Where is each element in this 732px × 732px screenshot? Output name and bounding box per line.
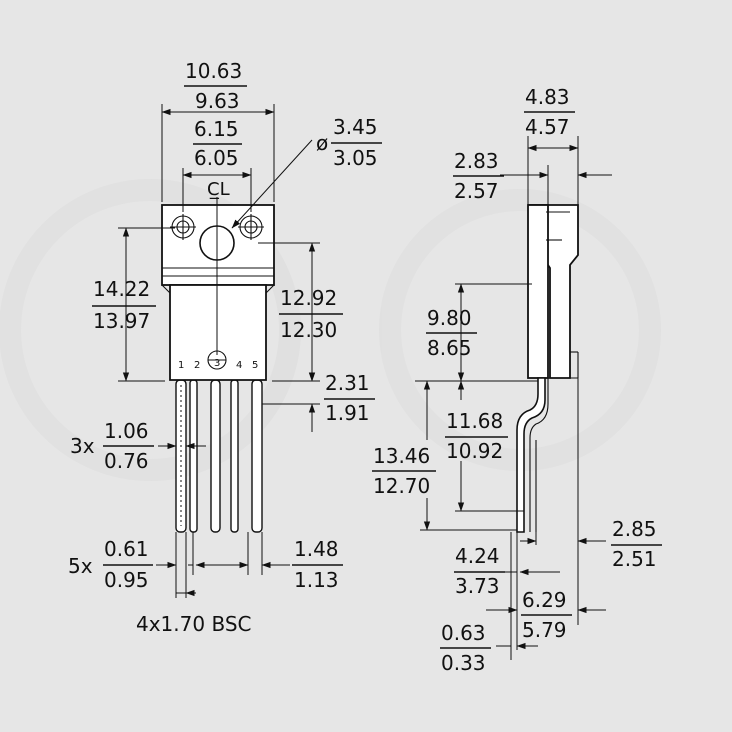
pin-label-5: 5 [252,360,258,371]
dim-lead-thickness-min: 0.33 [441,651,486,675]
dim-offset-right-min: 2.51 [612,547,657,571]
dim-standoff-min: 1.91 [325,401,370,425]
dim-hole-dia-max: 3.45 [333,115,378,139]
dim-tab-thickness-min: 2.57 [454,179,499,203]
mounting-tab [161,204,275,286]
dim-lead-length-total-min: 12.70 [373,474,430,498]
pin-label-2: 2 [194,360,200,371]
dim-height-tab-max: 12.92 [280,286,337,310]
dim-lead-width2-max: 0.61 [104,537,149,561]
side-view: 4.83 4.57 2.83 2.57 9.80 8.65 11.68 10.9… [372,85,662,675]
dim-lead-offset-min: 3.73 [455,574,500,598]
dim-width-outer-max: 10.63 [185,59,242,83]
dim-standoff-max: 2.31 [325,371,370,395]
dim-lead-width-prefix: 3x [70,434,95,458]
side-lead [516,377,546,533]
dim-lead-width2-prefix: 5x [68,554,93,578]
dim-lead-bend-max: 6.29 [522,588,567,612]
dim-thickness-min: 4.57 [525,115,570,139]
dim-height-body-min: 13.97 [93,309,150,333]
dim-width-inner-min: 6.05 [194,146,239,170]
pin-label-3: 3 [214,358,220,369]
dim-lead-length-min: 10.92 [446,439,503,463]
dim-lead-width2-min: 0.95 [104,568,149,592]
dim-lead-span-min: 1.13 [294,568,339,592]
dim-hole-dia-min: 3.05 [333,146,378,170]
dim-offset-right-max: 2.85 [612,517,657,541]
dim-tab-thickness-max: 2.83 [454,149,499,173]
dim-lead-bend-min: 5.79 [522,618,567,642]
dim-body-height-min: 8.65 [427,336,472,360]
dim-width-inner-max: 6.15 [194,117,239,141]
left-screw-icon [170,214,196,240]
dim-lead-length-total-max: 13.46 [373,444,430,468]
dim-width-outer-min: 9.63 [195,89,240,113]
dim-lead-width-max: 1.06 [104,419,149,443]
dim-height-body-max: 14.22 [93,277,150,301]
dim-lead-offset-max: 4.24 [455,544,500,568]
dim-lead-thickness-max: 0.63 [441,621,486,645]
dim-lead-width-min: 0.76 [104,449,149,473]
dim-hole-dia-symbol: ø [316,131,328,155]
dim-body-height-max: 9.80 [427,306,472,330]
pin-label-4: 4 [236,360,242,371]
package-body [169,284,267,381]
dim-thickness-max: 4.83 [525,85,570,109]
dim-lead-length-max: 11.68 [446,409,503,433]
dim-height-tab-min: 12.30 [280,318,337,342]
front-view: 1 2 3 4 5 10.63 9.63 6.15 6.05 C̲L ø 3.4… [68,59,382,636]
pitch-note: 4x1.70 BSC [136,612,251,636]
pin-label-1: 1 [178,360,184,371]
centerline-symbol: C̲L [207,179,230,200]
dim-lead-span-max: 1.48 [294,537,339,561]
